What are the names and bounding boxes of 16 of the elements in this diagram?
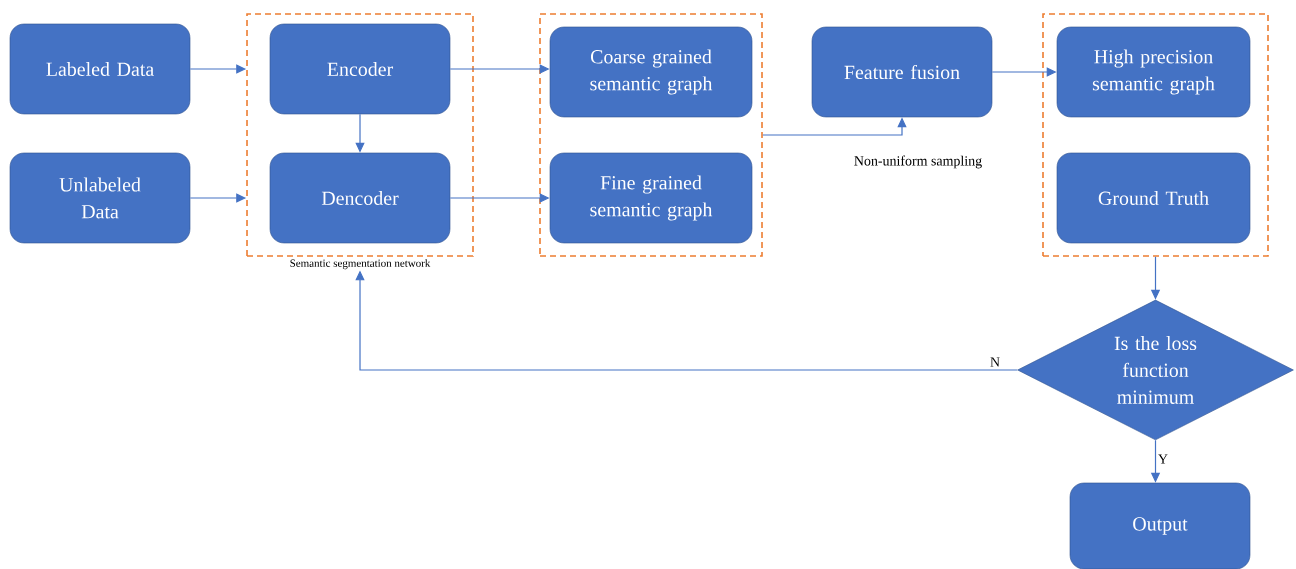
group-frame (539, 13, 763, 257)
edge-label: Non-uniform sampling (852, 154, 984, 170)
process-box: Coarse grained semantic graph (549, 26, 753, 118)
process-box: Labeled Data (9, 23, 191, 115)
process-box: Dencoder (269, 152, 451, 244)
process-box: Ground Truth (1056, 152, 1251, 244)
node-label: Semantic segmentation network (290, 259, 431, 270)
process-box: Output (1069, 482, 1251, 569)
edge-label: Y (1156, 453, 1170, 465)
edge-label: N (988, 356, 1002, 368)
process-box: High precision semantic graph (1056, 26, 1251, 118)
group-frame (1042, 13, 1269, 257)
process-box: Fine grained semantic graph (549, 152, 753, 244)
process-box: Feature fusion (811, 26, 993, 118)
process-box: Unlabeled Data (9, 152, 191, 244)
process-box: Encoder (269, 23, 451, 115)
